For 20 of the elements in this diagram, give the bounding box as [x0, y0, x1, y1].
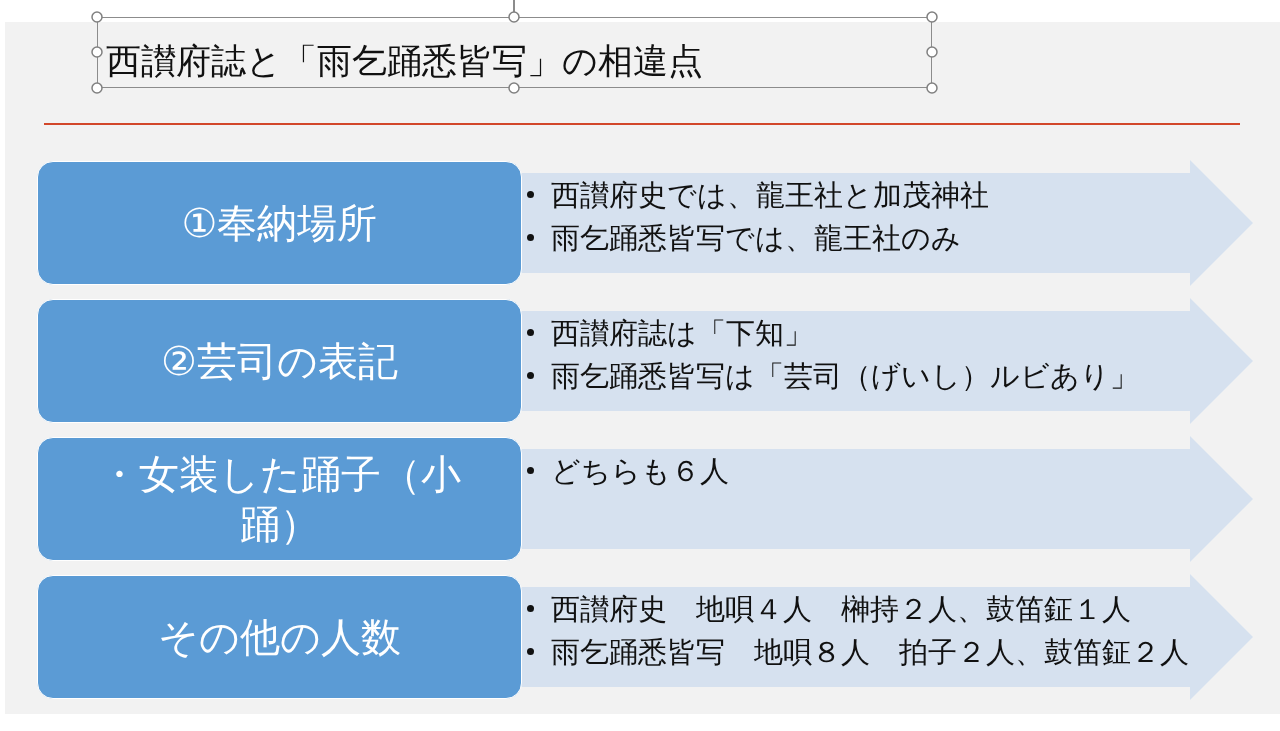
- slide-title: 西讃府誌と「雨乞踊悉皆写」の相違点: [106, 41, 703, 83]
- bullet-text: 西讃府誌は「下知」: [551, 314, 813, 351]
- box-heading: ①奉納場所: [181, 199, 378, 248]
- box-heading: その他の人数: [158, 613, 401, 662]
- bullet-text: 雨乞踊悉皆写は「芸司（げいし）ルビあり」: [551, 357, 1139, 394]
- bullet-text: 雨乞踊悉皆写では、龍王社のみ: [551, 219, 961, 256]
- pointed-banner: [522, 574, 1253, 700]
- heading-box: [37, 575, 522, 699]
- bullet-text: 西讃府史では、龍王社と加茂神社: [551, 176, 989, 213]
- bullet-text: どちらも６人: [551, 452, 729, 489]
- heading-box: [37, 299, 522, 423]
- pointed-banner: [522, 436, 1253, 562]
- pointed-banner: [522, 160, 1253, 286]
- heading-box: [37, 161, 522, 285]
- pointed-banner: [522, 298, 1253, 424]
- bullet-text: 雨乞踊悉皆写 地唄８人 拍子２人、鼓笛鉦２人: [551, 633, 1189, 670]
- box-heading: ②芸司の表記: [161, 337, 398, 386]
- box-heading: ・女装した踊子（小踊）: [97, 450, 462, 549]
- heading-box: [37, 437, 522, 561]
- bullet-text: 西讃府史 地唄４人 榊持２人、鼓笛鉦１人: [551, 590, 1131, 627]
